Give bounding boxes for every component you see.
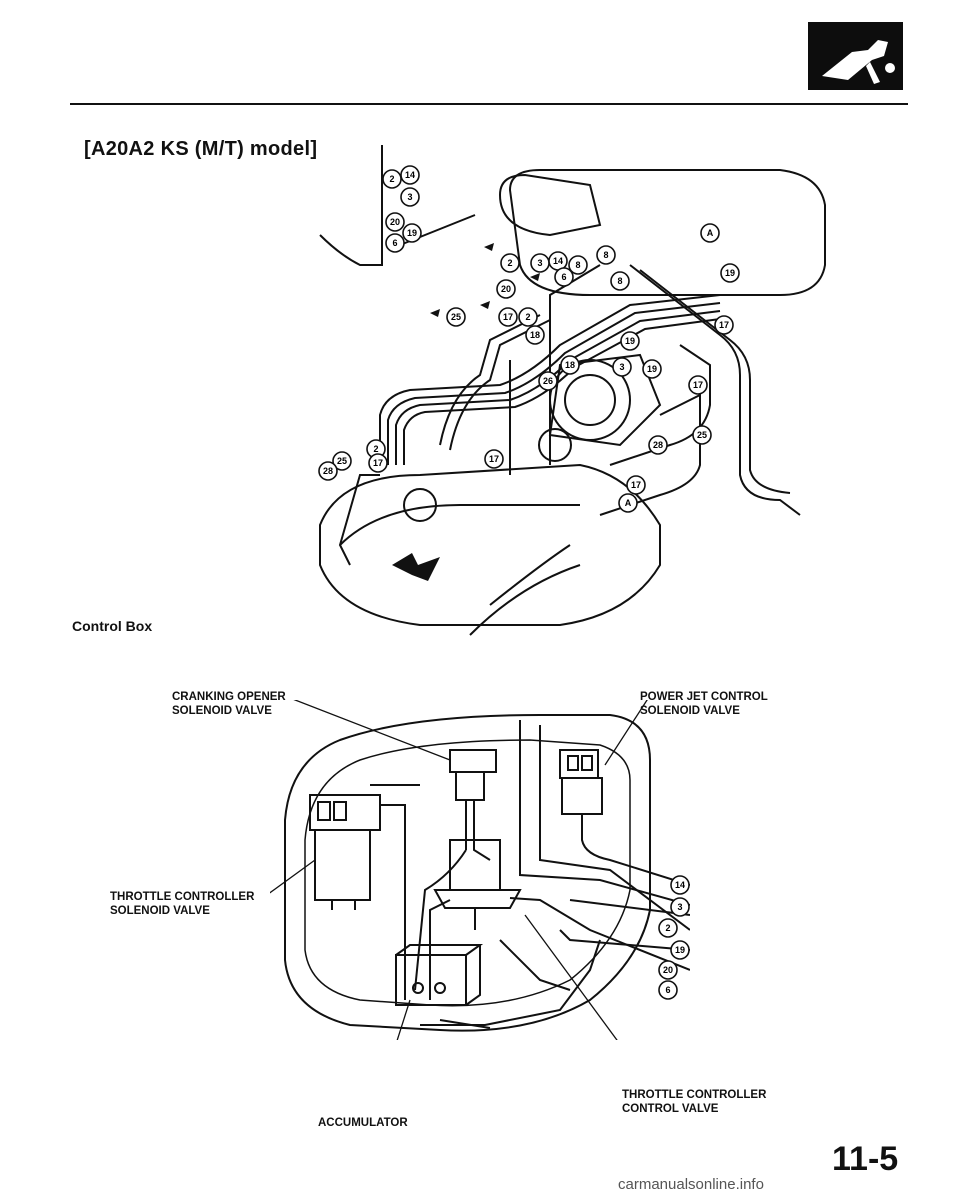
hose-callout-17: 17 bbox=[368, 453, 388, 473]
svg-text:17: 17 bbox=[373, 458, 383, 468]
svg-text:2: 2 bbox=[525, 312, 530, 322]
port-callout-14: 14 bbox=[670, 875, 690, 895]
hose-callout-6: 6 bbox=[554, 267, 574, 287]
svg-text:19: 19 bbox=[625, 336, 635, 346]
hose-callout-26: 26 bbox=[538, 371, 558, 391]
svg-text:25: 25 bbox=[337, 456, 347, 466]
svg-text:25: 25 bbox=[697, 430, 707, 440]
svg-text:20: 20 bbox=[663, 965, 673, 975]
fuel-pump-icon bbox=[808, 22, 903, 90]
watermark: carmanualsonline.info bbox=[618, 1176, 764, 1193]
svg-text:6: 6 bbox=[665, 985, 670, 995]
svg-text:17: 17 bbox=[503, 312, 513, 322]
svg-text:2: 2 bbox=[373, 444, 378, 454]
hose-callout-18: 18 bbox=[525, 325, 545, 345]
svg-text:14: 14 bbox=[675, 880, 685, 890]
svg-text:8: 8 bbox=[603, 250, 608, 260]
label-throttle-controller-solenoid-valve: THROTTLE CONTROLLER SOLENOID VALVE bbox=[110, 891, 255, 917]
label-cranking-opener-solenoid-valve: CRANKING OPENER SOLENOID VALVE bbox=[172, 691, 286, 717]
hose-callout-8: 8 bbox=[596, 245, 616, 265]
hose-callout-3: 3 bbox=[530, 253, 550, 273]
svg-text:28: 28 bbox=[323, 466, 333, 476]
engine-diagram-title: [A20A2 KS (M/T) model] bbox=[84, 138, 318, 160]
svg-text:3: 3 bbox=[677, 902, 682, 912]
hose-callout-A: A bbox=[618, 493, 638, 513]
hose-callout-19: 19 bbox=[720, 263, 740, 283]
svg-text:17: 17 bbox=[489, 454, 499, 464]
svg-text:2: 2 bbox=[665, 923, 670, 933]
hose-callout-20: 20 bbox=[496, 279, 516, 299]
port-callout-2: 2 bbox=[658, 918, 678, 938]
svg-text:19: 19 bbox=[407, 228, 417, 238]
svg-text:8: 8 bbox=[617, 276, 622, 286]
svg-text:2: 2 bbox=[389, 174, 394, 184]
svg-text:3: 3 bbox=[537, 258, 542, 268]
svg-text:3: 3 bbox=[619, 362, 624, 372]
hose-callout-17: 17 bbox=[626, 475, 646, 495]
hose-callout-18: 18 bbox=[560, 355, 580, 375]
svg-text:17: 17 bbox=[631, 480, 641, 490]
svg-text:20: 20 bbox=[501, 284, 511, 294]
hose-callout-17: 17 bbox=[484, 449, 504, 469]
hose-callout-25: 25 bbox=[446, 307, 466, 327]
hose-callout-17: 17 bbox=[688, 375, 708, 395]
svg-text:14: 14 bbox=[553, 256, 563, 266]
hose-callout-28: 28 bbox=[648, 435, 668, 455]
svg-text:3: 3 bbox=[407, 192, 412, 202]
svg-text:28: 28 bbox=[653, 440, 663, 450]
svg-text:6: 6 bbox=[561, 272, 566, 282]
label-accumulator: ACCUMULATOR bbox=[318, 1117, 408, 1129]
svg-text:18: 18 bbox=[530, 330, 540, 340]
hose-callout-A: A bbox=[700, 223, 720, 243]
svg-text:17: 17 bbox=[693, 380, 703, 390]
hose-callout-19: 19 bbox=[642, 359, 662, 379]
svg-text:26: 26 bbox=[543, 376, 553, 386]
svg-text:19: 19 bbox=[675, 945, 685, 955]
hose-callout-2: 2 bbox=[500, 253, 520, 273]
svg-text:17: 17 bbox=[719, 320, 729, 330]
top-left-callouts: 2 14 3 20 19 6 bbox=[382, 165, 422, 253]
port-callout-19: 19 bbox=[670, 940, 690, 960]
hose-callout-3: 3 bbox=[612, 357, 632, 377]
hose-callout-17: 17 bbox=[714, 315, 734, 335]
svg-text:8: 8 bbox=[575, 260, 580, 270]
svg-text:25: 25 bbox=[451, 312, 461, 322]
control-box-heading: Control Box bbox=[72, 618, 153, 634]
hose-callout-25: 25 bbox=[692, 425, 712, 445]
hose-callout-2: 2 bbox=[518, 307, 538, 327]
svg-text:18: 18 bbox=[565, 360, 575, 370]
svg-text:20: 20 bbox=[390, 217, 400, 227]
header-rule bbox=[70, 103, 908, 105]
hose-callout-8: 8 bbox=[610, 271, 630, 291]
port-callout-6: 6 bbox=[658, 980, 678, 1000]
hose-callout-28: 28 bbox=[318, 461, 338, 481]
svg-text:A: A bbox=[707, 228, 714, 238]
label-power-jet-control-solenoid-valve: POWER JET CONTROL SOLENOID VALVE bbox=[640, 691, 768, 717]
hose-callout-17: 17 bbox=[498, 307, 518, 327]
svg-text:A: A bbox=[625, 498, 632, 508]
page-number: 11-5 bbox=[832, 1140, 899, 1178]
hose-callout-25: 25 bbox=[332, 451, 352, 471]
port-callout-3: 3 bbox=[670, 897, 690, 917]
hose-callout-8: 8 bbox=[568, 255, 588, 275]
svg-text:19: 19 bbox=[647, 364, 657, 374]
port-callout-20: 20 bbox=[658, 960, 678, 980]
label-throttle-controller-control-valve: THROTTLE CONTROLLER CONTROL VALVE bbox=[622, 1089, 767, 1115]
svg-text:6: 6 bbox=[392, 238, 397, 248]
svg-text:19: 19 bbox=[725, 268, 735, 278]
hose-callout-19: 19 bbox=[620, 331, 640, 351]
svg-text:2: 2 bbox=[507, 258, 512, 268]
svg-text:14: 14 bbox=[405, 170, 415, 180]
